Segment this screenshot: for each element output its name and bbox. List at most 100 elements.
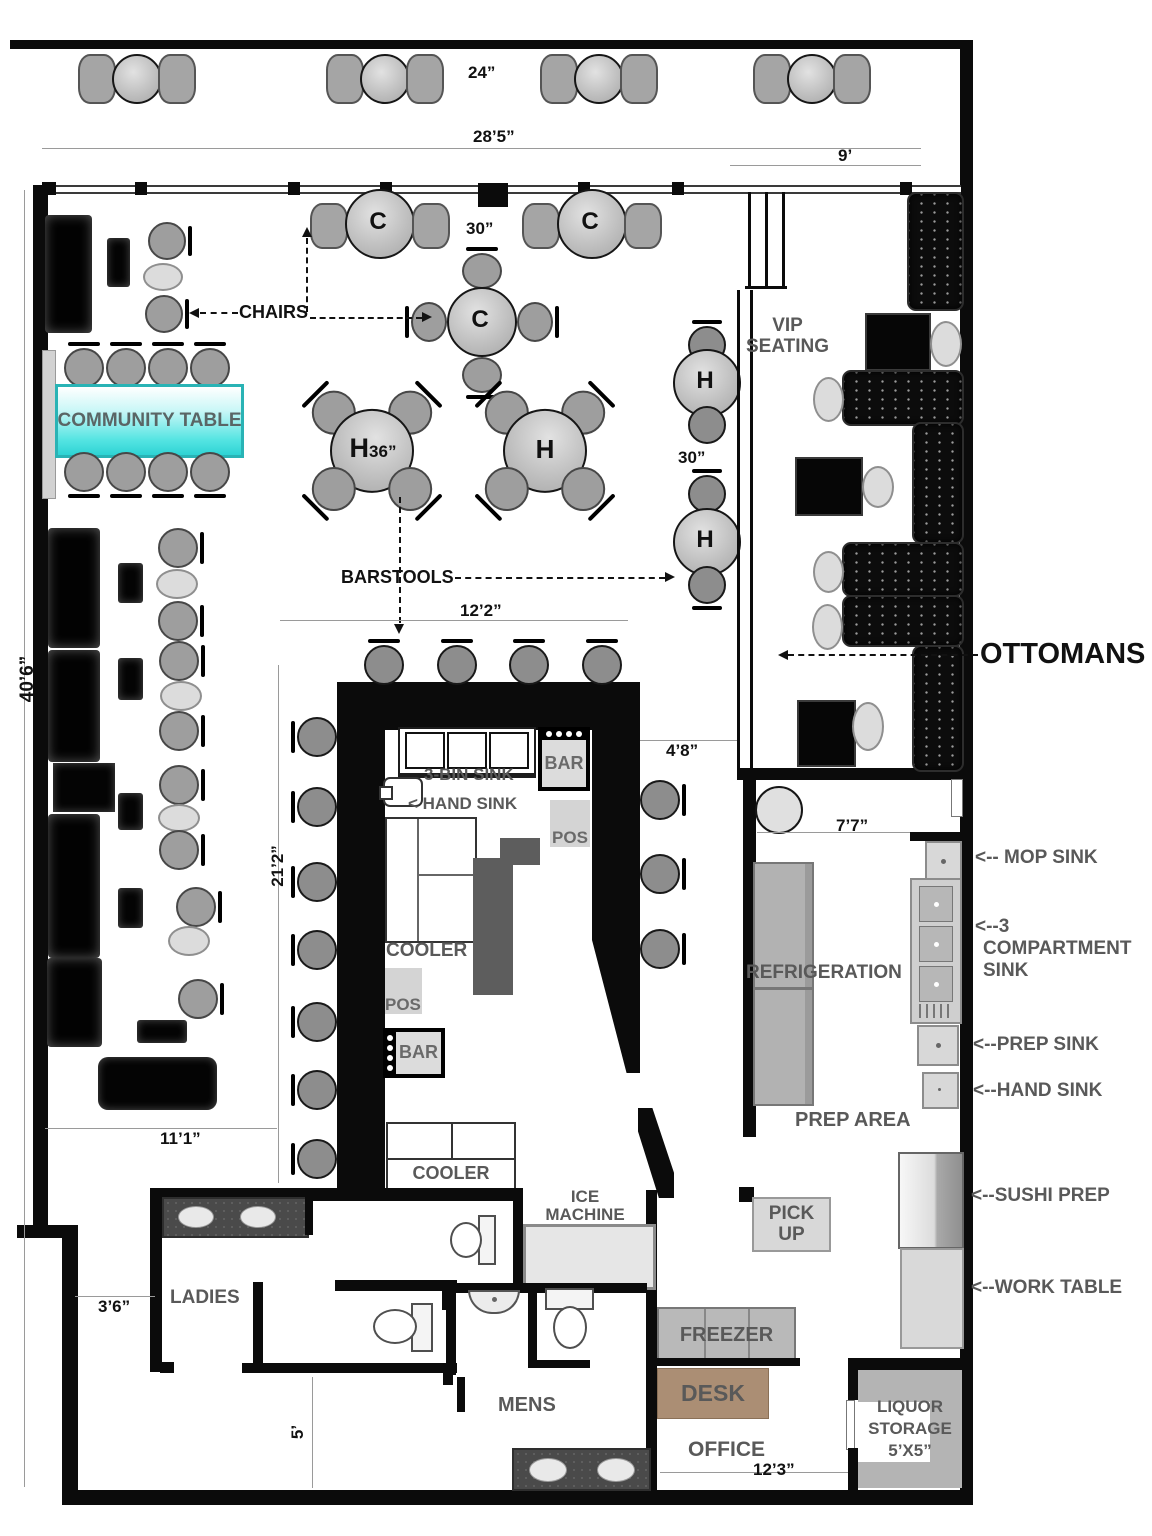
- barstool: [291, 930, 337, 970]
- patio-table: [787, 54, 837, 104]
- table-letter: H: [535, 434, 555, 464]
- vip-side-table: [813, 551, 844, 593]
- chair: [190, 452, 230, 498]
- work-table: [900, 1248, 964, 1349]
- booth-table: [118, 793, 143, 830]
- chair: [159, 641, 205, 681]
- dimension-label: 28’5”: [473, 127, 515, 146]
- pos-terminal: POS: [550, 800, 590, 847]
- wall: [150, 1188, 162, 1372]
- hand-sink-label: <--HAND SINK: [973, 1080, 1103, 1101]
- door: [951, 779, 963, 817]
- table-letter: C: [369, 208, 387, 235]
- chair: [412, 203, 450, 249]
- wall: [446, 1280, 456, 1375]
- bar-label: BAR: [544, 752, 584, 773]
- ice-machine: [523, 1224, 656, 1290]
- freezer: FREEZER: [657, 1307, 796, 1364]
- dimension-label: 21’2”: [268, 845, 287, 887]
- wall: [17, 1225, 78, 1238]
- ice-machine-label: ICE MACHINE: [520, 1187, 650, 1225]
- chair: [462, 357, 502, 399]
- vip-ottoman: [795, 457, 863, 516]
- chair: [310, 203, 348, 249]
- arrow: [200, 312, 238, 314]
- refrigerator: [753, 862, 814, 989]
- vip-side-table: [852, 702, 884, 751]
- wall: [253, 1282, 263, 1373]
- wall: [10, 40, 973, 49]
- wall: [305, 1197, 313, 1235]
- dining-table: [345, 189, 415, 259]
- vip-side-table: [930, 321, 962, 367]
- side-table: [156, 569, 198, 599]
- wall: [33, 185, 48, 1237]
- dimension-line: [660, 1472, 962, 1473]
- wall-mullion: [672, 182, 684, 195]
- dimension-line: [757, 832, 921, 833]
- dimension-line: [280, 620, 628, 621]
- table-letter: H: [349, 433, 370, 463]
- banquette: [48, 650, 100, 762]
- barstool: [688, 406, 726, 444]
- vip-seating-label: VIP SEATING: [740, 315, 835, 357]
- chair: [106, 452, 146, 498]
- three-bin-sink-label: 3-BIN SINK: [424, 765, 514, 784]
- wall: [535, 1360, 590, 1368]
- pos-label: POS: [552, 827, 588, 847]
- side-table: [160, 681, 202, 711]
- three-bin-sink: [398, 727, 536, 778]
- arrow: [189, 308, 199, 318]
- beer-tap: [473, 858, 513, 995]
- chair: [190, 342, 230, 388]
- toilet: [553, 1306, 587, 1349]
- chair: [64, 452, 104, 498]
- vip-entry: [745, 192, 787, 289]
- liquor-shelf: LIQUOR STORAGE 5’X5”: [858, 1370, 962, 1488]
- wall: [160, 1362, 174, 1373]
- sushi-prep: [898, 1152, 964, 1249]
- arrow: [399, 497, 401, 623]
- dimension-line: [24, 190, 25, 1487]
- freezer-label: FREEZER: [679, 1323, 774, 1346]
- barstool: [640, 780, 686, 820]
- booth-table: [118, 658, 143, 700]
- toilet: [373, 1309, 417, 1344]
- chair: [833, 54, 871, 104]
- dining-table: [447, 287, 517, 357]
- high-top-table: [673, 508, 741, 576]
- cooler: [385, 817, 477, 943]
- vip-sofa: [842, 370, 964, 426]
- wall-mullion: [135, 182, 147, 195]
- barstool: [509, 639, 549, 685]
- door: [846, 1400, 855, 1450]
- bar-counter: [337, 682, 385, 1188]
- banquette: [47, 958, 102, 1047]
- dimension-label: 4’8”: [666, 741, 699, 760]
- vip-ottoman: [865, 313, 931, 371]
- wall: [335, 1280, 457, 1291]
- liquor-storage-label: 5’X5”: [888, 1441, 932, 1460]
- dimension-label: 36”: [369, 442, 397, 461]
- barstool: [688, 566, 726, 610]
- dimension-label: 7’7”: [836, 816, 869, 835]
- barstools-label: BARSTOOLS: [341, 567, 454, 587]
- bar-label: BAR: [399, 1042, 438, 1063]
- bar-station: BAR: [383, 1028, 445, 1078]
- booth-table: [107, 238, 130, 287]
- wall: [513, 1188, 523, 1285]
- wall: [655, 1358, 800, 1366]
- wall-mullion: [42, 182, 56, 195]
- chair: [326, 54, 364, 104]
- chair: [64, 342, 104, 388]
- sushi-prep-label: <--SUSHI PREP: [971, 1185, 1110, 1206]
- arrow: [394, 624, 404, 634]
- chair: [158, 528, 204, 568]
- office-label: OFFICE: [688, 1438, 765, 1461]
- prep-table: [755, 786, 803, 834]
- liquor-storage-label: LIQUOR: [876, 1397, 944, 1416]
- wall-mullion: [288, 182, 300, 195]
- wall: [62, 1490, 970, 1505]
- wall: [848, 1370, 858, 1400]
- table-letter: C: [581, 208, 599, 235]
